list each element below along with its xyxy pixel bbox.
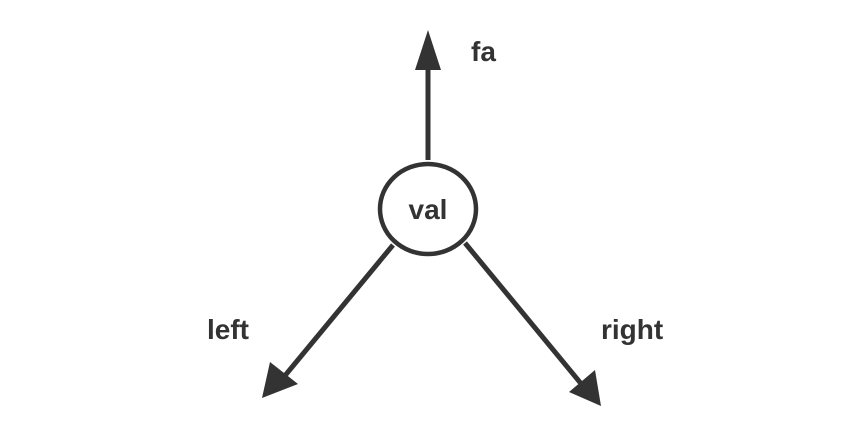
- edge-right-arrowhead: [569, 370, 601, 406]
- edge-left-label: left: [207, 314, 249, 345]
- node-circle: [377, 161, 479, 257]
- edge-left-line: [281, 243, 395, 380]
- edge-right-line: [463, 241, 585, 388]
- edge-parent-arrowhead: [415, 30, 441, 70]
- node-value-label: val: [408, 194, 448, 225]
- edge-right-label: right: [601, 314, 664, 345]
- edge-left-arrowhead: [262, 362, 298, 398]
- edge-parent-label: fa: [471, 36, 496, 67]
